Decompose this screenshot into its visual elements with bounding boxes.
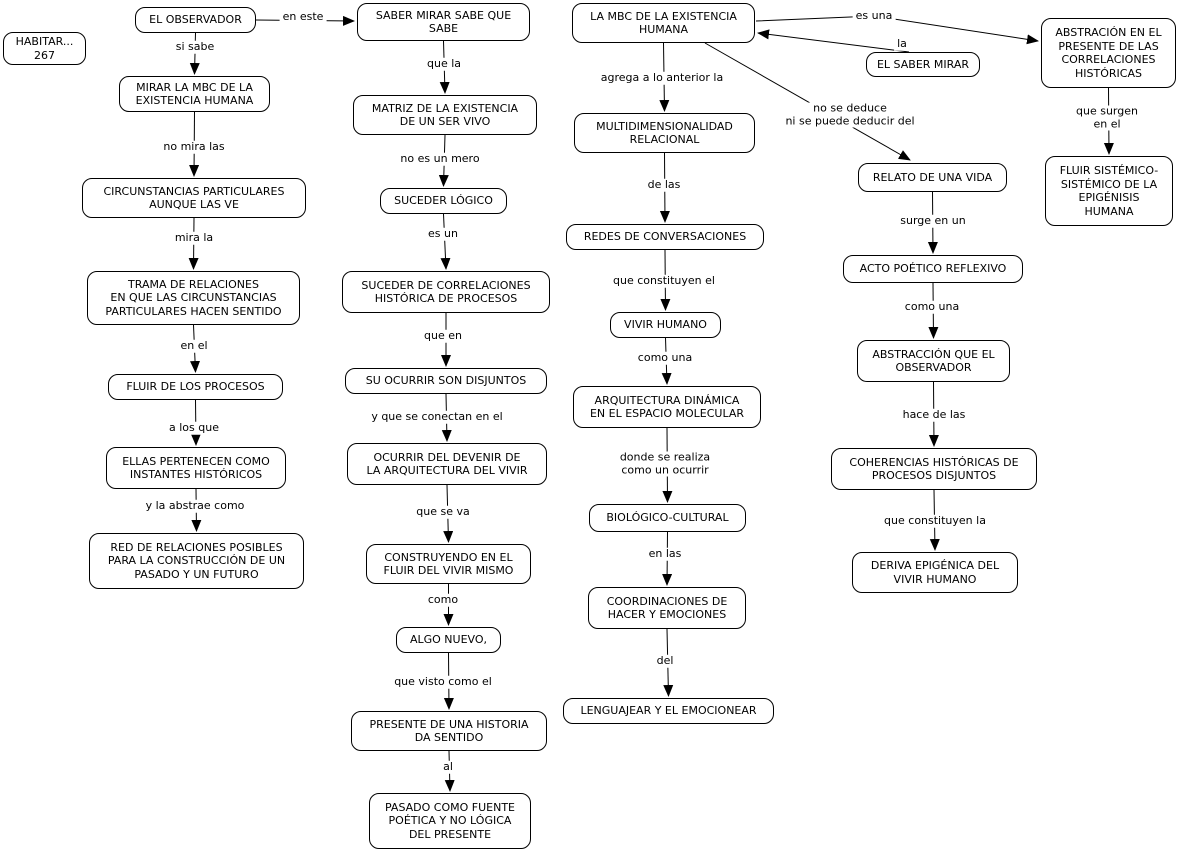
node-habitar[interactable]: HABITAR... 267 [3,32,86,65]
edge-label[interactable]: no se deduce ni se puede deducir del [782,102,918,128]
edge-label[interactable]: de las [644,178,684,192]
edge-label[interactable]: agrega a lo anterior la [597,71,727,85]
node-acto-poetico[interactable]: ACTO POÉTICO REFLEXIVO [843,255,1023,283]
node-su-ocurrir[interactable]: SU OCURRIR SON DISJUNTOS [345,368,547,394]
edge-label[interactable]: no es un mero [397,152,483,166]
edge-label[interactable]: y la abstrae como [142,499,248,513]
edge-label[interactable]: no mira las [160,140,228,154]
edge-label[interactable]: que visto como el [391,675,495,689]
edge-label[interactable]: a los que [166,421,222,435]
node-coordinaciones[interactable]: COORDINACIONES DE HACER Y EMOCIONES [588,587,746,629]
edge-label[interactable]: que la [423,57,465,71]
edge-label[interactable]: del [653,654,677,668]
node-pasado-fuente[interactable]: PASADO COMO FUENTE POÉTICA Y NO LÓGICA D… [369,793,531,849]
edge-label[interactable]: como [424,593,462,607]
node-mirar-mbc[interactable]: MIRAR LA MBC DE LA EXISTENCIA HUMANA [119,76,270,112]
node-fluir-sistemico[interactable]: FLUIR SISTÉMICO- SISTÉMICO DE LA EPIGÉNI… [1045,156,1173,226]
node-algo-nuevo[interactable]: ALGO NUEVO, [396,627,501,653]
node-la-mbc[interactable]: LA MBC DE LA EXISTENCIA HUMANA [572,3,755,43]
edge-label[interactable]: si sabe [172,40,218,54]
edge-label[interactable]: la [894,37,910,51]
node-lenguajear[interactable]: LENGUAJEAR Y EL EMOCIONEAR [563,698,774,724]
node-el-saber-mirar[interactable]: EL SABER MIRAR [866,52,980,77]
node-matriz-existencia[interactable]: MATRIZ DE LA EXISTENCIA DE UN SER VIVO [353,95,537,135]
node-abstracion-presente[interactable]: ABSTRACIÓN EN EL PRESENTE DE LAS CORRELA… [1041,18,1176,88]
edge-label[interactable]: es una [852,9,896,23]
edge-label[interactable]: que en [421,329,465,343]
edge-label[interactable]: surge en un [897,214,969,228]
node-ellas-pertenecen[interactable]: ELLAS PERTENECEN COMO INSTANTES HISTÓRIC… [106,447,286,489]
edge-label[interactable]: en las [645,547,685,561]
node-suceder-logico[interactable]: SUCEDER LÓGICO [380,188,507,214]
edge-line [757,29,910,53]
edge-label[interactable]: que constituyen el [610,274,718,288]
edge-label[interactable]: donde se realiza como un ocurrir [616,451,714,477]
node-vivir-humano[interactable]: VIVIR HUMANO [610,312,721,338]
edge-label[interactable]: como una [634,351,696,365]
node-coherencias[interactable]: COHERENCIAS HISTÓRICAS DE PROCESOS DISJU… [831,448,1037,490]
edge-label[interactable]: que constituyen la [881,514,989,528]
node-fluir-procesos[interactable]: FLUIR DE LOS PROCESOS [108,374,283,400]
edge-label[interactable]: como una [901,300,963,314]
edge-label[interactable]: que surgen en el [1071,105,1143,131]
node-deriva-epigenica[interactable]: DERIVA EPIGÉNICA DEL VIVIR HUMANO [852,552,1018,593]
edge-label[interactable]: en este [279,10,327,24]
node-trama[interactable]: TRAMA DE RELACIONES EN QUE LAS CIRCUNSTA… [87,271,300,325]
edge-line [440,213,451,270]
node-relato-vida[interactable]: RELATO DE UNA VIDA [858,163,1007,192]
node-construyendo[interactable]: CONSTRUYENDO EN EL FLUIR DEL VIVIR MISMO [366,544,531,584]
edge-line [704,42,911,161]
node-redes-conversaciones[interactable]: REDES DE CONVERSACIONES [566,224,764,250]
edge-label[interactable]: es un [425,227,461,241]
edge-label[interactable]: en el [177,339,211,353]
node-saber-mirar-sabe[interactable]: SABER MIRAR SABE QUE SABE [357,3,530,41]
node-ocurrir-devenir[interactable]: OCURRIR DEL DEVENIR DE LA ARQUITECTURA D… [347,443,547,485]
node-biologico-cultural[interactable]: BIOLÓGICO-CULTURAL [589,504,746,532]
edge-label[interactable]: mira la [171,231,217,245]
edge-label[interactable]: al [440,760,456,774]
edge-label[interactable]: y que se conectan en el [368,410,506,424]
node-presente-historia[interactable]: PRESENTE DE UNA HISTORIA DA SENTIDO [351,711,547,751]
node-multidimensionalidad[interactable]: MULTIDIMENSIONALIDAD RELACIONAL [574,113,755,153]
node-abstraccion-observador[interactable]: ABSTRACCIÓN QUE EL OBSERVADOR [857,340,1010,382]
node-el-observador[interactable]: EL OBSERVADOR [135,7,256,33]
edge-label[interactable]: que se va [413,505,473,519]
edge-label[interactable]: hace de las [899,408,969,422]
node-suceder-correlaciones[interactable]: SUCEDER DE CORRELACIONES HISTÓRICA DE PR… [342,271,550,313]
node-red-relaciones[interactable]: RED DE RELACIONES POSIBLES PARA LA CONST… [89,533,304,589]
edge-line [189,32,200,75]
node-arquitectura-dinamica[interactable]: ARQUITECTURA DINÁMICA EN EL ESPACIO MOLE… [573,386,761,428]
node-circunstancias[interactable]: CIRCUNSTANCIAS PARTICULARES AUNQUE LAS V… [82,178,306,218]
